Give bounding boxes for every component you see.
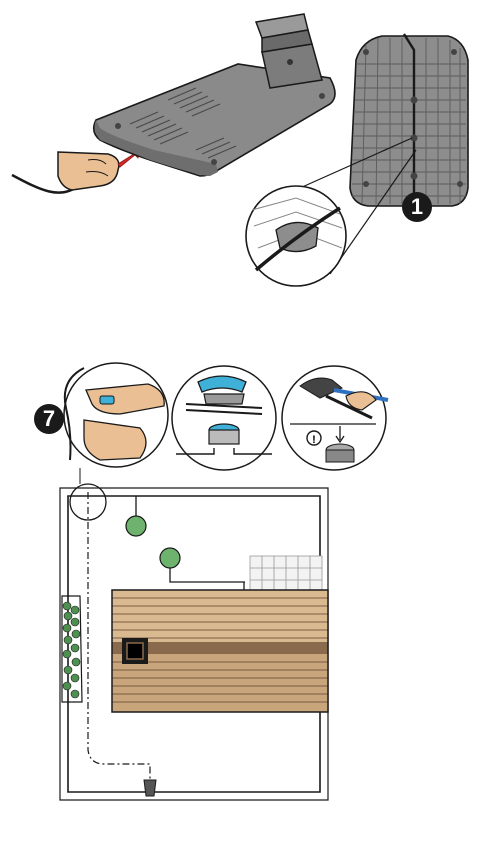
tree-2 bbox=[160, 548, 180, 568]
guide-wire-end-post bbox=[144, 780, 156, 796]
charging-plate-underside bbox=[350, 34, 468, 206]
patio-tiles bbox=[250, 556, 322, 592]
garden-layout-map bbox=[60, 468, 328, 800]
step-number-7: 7 bbox=[34, 404, 64, 434]
cable-groove-detail bbox=[246, 186, 346, 286]
splice-connector-detail bbox=[172, 366, 276, 470]
cable-splice-steps-illustration: ! bbox=[0, 360, 478, 850]
lawn-area bbox=[112, 590, 328, 712]
step-number-1: 1 bbox=[402, 192, 432, 222]
charging-station-illustration bbox=[0, 0, 478, 300]
hands-holding-cable-detail bbox=[64, 363, 168, 467]
hedge bbox=[62, 596, 82, 702]
hand-inserting-cable bbox=[58, 152, 119, 190]
svg-text:!: ! bbox=[312, 434, 316, 446]
tree-1 bbox=[126, 516, 146, 536]
pliers-crimp-detail: ! bbox=[282, 366, 388, 470]
